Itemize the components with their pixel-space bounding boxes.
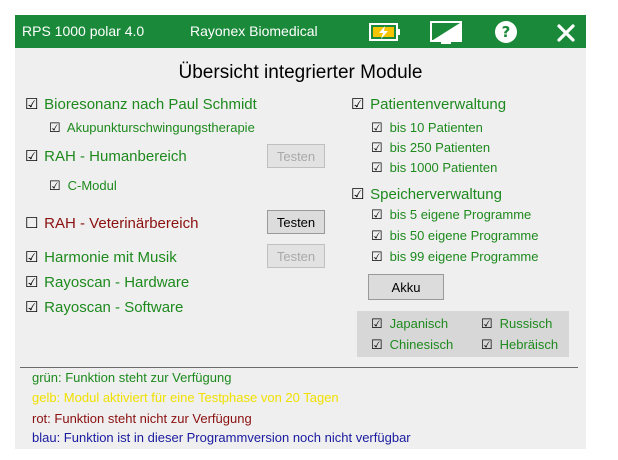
display-icon[interactable] [429, 20, 465, 44]
option-p1000[interactable]: ☑ bis 1000 Patienten [371, 160, 497, 176]
module-akupunktur[interactable]: ☑ Akupunkturschwingungstherapie [49, 120, 255, 136]
battery-charging-icon[interactable] [368, 20, 402, 44]
option-label: bis 10 Patienten [389, 120, 483, 135]
module-label: Rayoscan - Software [44, 299, 184, 316]
legend-red: rot: Funktion steht nicht zur Verfügung [32, 411, 252, 426]
language-label: Hebräisch [499, 337, 559, 352]
option-p10[interactable]: ☑ bis 10 Patienten [371, 120, 483, 136]
option-s99[interactable]: ☑ bis 99 eigene Programme [371, 249, 538, 265]
test-button-human[interactable]: Testen [267, 144, 325, 168]
module-label: RAH - Veterinärbereich [44, 215, 199, 232]
module-label: Speicherverwaltung [370, 186, 502, 203]
language-russian[interactable]: ☑ Russisch [481, 316, 552, 332]
checkbox-checked[interactable]: ☑ [481, 316, 493, 331]
checkbox-checked[interactable]: ☑ [351, 96, 365, 113]
checkbox-unchecked[interactable]: ☐ [25, 215, 39, 232]
option-p250[interactable]: ☑ bis 250 Patienten [371, 140, 490, 156]
language-chinese[interactable]: ☑ Chinesisch [371, 337, 453, 353]
legend-blue: blau: Funktion ist in dieser Programmver… [32, 430, 411, 445]
module-label: Rayoscan - Hardware [44, 274, 190, 291]
option-label: bis 5 eigene Programme [389, 207, 532, 222]
checkbox-checked[interactable]: ☑ [25, 299, 39, 316]
module-speicher[interactable]: ☑ Speicherverwaltung [351, 185, 502, 203]
app-window: RPS 1000 polar 4.0 Rayonex Biomedical ? … [15, 15, 586, 449]
checkbox-checked[interactable]: ☑ [371, 316, 383, 331]
language-label: Chinesisch [389, 337, 454, 352]
module-rayoscan-hw[interactable]: ☑ Rayoscan - Hardware [25, 273, 189, 291]
option-label: bis 250 Patienten [389, 140, 491, 155]
option-label: bis 1000 Patienten [389, 160, 498, 175]
module-label: Harmonie mit Musik [44, 249, 177, 266]
module-label: Patientenverwaltung [370, 96, 507, 113]
checkbox-checked[interactable]: ☑ [371, 140, 383, 155]
akku-button[interactable]: Akku [368, 274, 444, 300]
checkbox-checked[interactable]: ☑ [25, 96, 39, 113]
vendor-name: Rayonex Biomedical [190, 23, 318, 39]
option-label: bis 99 eigene Programme [389, 249, 539, 264]
option-s5[interactable]: ☑ bis 5 eigene Programme [371, 207, 531, 223]
module-rah-vet[interactable]: ☐ RAH - Veterinärbereich [25, 214, 198, 232]
module-label: Bioresonanz nach Paul Schmidt [44, 96, 257, 113]
checkbox-checked[interactable]: ☑ [481, 337, 493, 352]
checkbox-checked[interactable]: ☑ [25, 148, 39, 165]
checkbox-checked[interactable]: ☑ [371, 207, 383, 222]
module-harmonie[interactable]: ☑ Harmonie mit Musik [25, 248, 177, 266]
checkbox-checked[interactable]: ☑ [371, 228, 383, 243]
svg-text:?: ? [502, 23, 511, 41]
checkbox-checked[interactable]: ☑ [49, 120, 61, 135]
divider [20, 367, 578, 368]
module-bioresonanz[interactable]: ☑ Bioresonanz nach Paul Schmidt [25, 95, 257, 113]
checkbox-checked[interactable]: ☑ [25, 249, 39, 266]
test-button-vet[interactable]: Testen [267, 210, 325, 234]
title-bar: RPS 1000 polar 4.0 Rayonex Biomedical ? [15, 15, 586, 48]
language-japanese[interactable]: ☑ Japanisch [371, 316, 448, 332]
checkbox-checked[interactable]: ☑ [351, 186, 365, 203]
module-label: RAH - Humanbereich [44, 148, 187, 165]
option-label: bis 50 eigene Programme [389, 228, 539, 243]
legend-yellow: gelb: Modul aktiviert für eine Testphase… [32, 390, 339, 405]
close-icon[interactable] [556, 23, 576, 47]
help-icon[interactable]: ? [494, 20, 518, 44]
module-rah-human[interactable]: ☑ RAH - Humanbereich [25, 147, 187, 165]
module-rayoscan-sw[interactable]: ☑ Rayoscan - Software [25, 298, 183, 316]
language-box: ☑ Japanisch ☑ Russisch ☑ Chinesisch ☑ He… [357, 311, 569, 357]
language-hebrew[interactable]: ☑ Hebräisch [481, 337, 558, 353]
module-label: C-Modul [67, 178, 117, 193]
checkbox-checked[interactable]: ☑ [371, 337, 383, 352]
module-patienten[interactable]: ☑ Patientenverwaltung [351, 95, 506, 113]
checkbox-checked[interactable]: ☑ [49, 178, 61, 193]
module-label: Akupunkturschwingungstherapie [66, 120, 255, 135]
language-label: Russisch [499, 316, 553, 331]
checkbox-checked[interactable]: ☑ [371, 249, 383, 264]
legend-green: grün: Funktion steht zur Verfügung [32, 370, 232, 385]
app-title: RPS 1000 polar 4.0 [22, 23, 145, 39]
page-title: Übersicht integrierter Module [178, 62, 423, 83]
checkbox-checked[interactable]: ☑ [371, 160, 383, 175]
test-button-harmonie[interactable]: Testen [267, 244, 325, 268]
module-c-modul[interactable]: ☑ C-Modul [49, 178, 117, 194]
checkbox-checked[interactable]: ☑ [25, 274, 39, 291]
language-label: Japanisch [389, 316, 449, 331]
option-s50[interactable]: ☑ bis 50 eigene Programme [371, 228, 538, 244]
checkbox-checked[interactable]: ☑ [371, 120, 383, 135]
